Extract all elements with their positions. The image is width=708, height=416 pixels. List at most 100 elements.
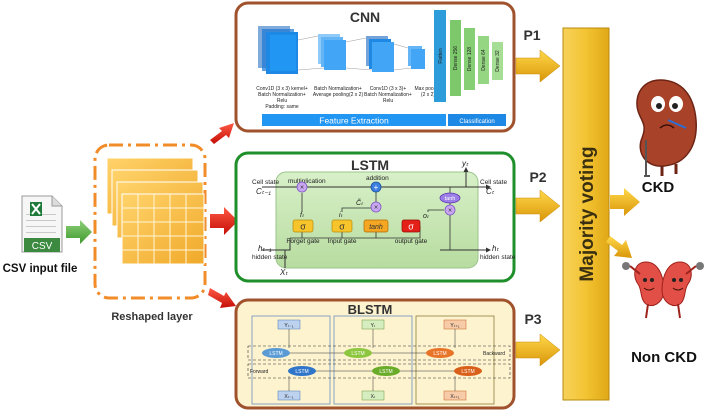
forget-gate-sigma <box>292 219 314 233</box>
p3-arrow <box>515 333 561 367</box>
p3-label: P3 <box>524 311 541 327</box>
svg-text:Relu: Relu <box>383 98 394 104</box>
svg-text:σ: σ <box>339 222 345 232</box>
svg-text:Xₜ₊₁: Xₜ₊₁ <box>450 394 459 400</box>
healthy-kidneys-icon <box>622 261 704 319</box>
svg-text:Batch Normalization+: Batch Normalization+ <box>314 86 362 92</box>
svg-text:LSTM: LSTM <box>295 369 308 375</box>
cnn-layer-caption-1: Conv1D (3 x 3) kernel+ Batch Normalizati… <box>256 86 308 110</box>
blstm-connectors <box>288 329 456 391</box>
dense-32-label: Dense 32 <box>495 50 501 72</box>
arrow-to-lstm <box>210 207 238 235</box>
svg-text:+: + <box>374 183 379 192</box>
cnn-panel: CNN Conv1D (3 x 3) kernel+ Batch Normal <box>234 1 516 133</box>
svg-text:σ: σ <box>300 222 306 232</box>
flatten-bar <box>434 10 446 102</box>
feature-extraction-label: Feature Extraction <box>319 116 389 126</box>
lstm-cell-state-out-symbol: Cₜ <box>486 187 495 196</box>
cnn-layer-caption-2: Batch Normalization+ Average pooling(2 x… <box>313 86 364 98</box>
ckd-arrow <box>610 188 640 216</box>
cnn-feature-map-2 <box>318 34 346 70</box>
lstm-title: LSTM <box>351 157 389 173</box>
cnn-layer-caption-4: Max pooling (2 x 2) <box>415 86 442 98</box>
grid-stack <box>106 157 205 265</box>
non-ckd-label: Non CKD <box>631 349 697 366</box>
non-ckd-arrow <box>606 236 632 258</box>
lstm-cell-state-in: Cell state <box>252 179 279 186</box>
blstm-back-cell-3 <box>426 348 454 358</box>
classification-label: Classification <box>459 119 494 125</box>
svg-text:tanh: tanh <box>445 196 456 202</box>
lstm-cell-state-in-symbol: Cₜ₋₁ <box>256 187 271 196</box>
output-symbol: oₜ <box>423 213 430 220</box>
lstm-hidden-out: hidden state <box>480 254 516 261</box>
reshaped-layer-block <box>93 143 207 300</box>
output-tanh-op <box>439 192 461 204</box>
svg-text:σ: σ <box>408 222 414 232</box>
svg-text:Yₜ₋₁: Yₜ₋₁ <box>284 323 293 329</box>
svg-text:×: × <box>300 185 304 192</box>
forward-lane <box>247 363 511 379</box>
p1-label: P1 <box>523 27 540 43</box>
classification-bar <box>448 114 506 126</box>
backward-lane <box>247 345 511 361</box>
candidate-tanh <box>363 219 389 233</box>
svg-text:Conv1D (3 x 3) kernel+: Conv1D (3 x 3) kernel+ <box>256 86 308 92</box>
cnn-layer-caption-3: Conv1D (3 x 3)+ Batch Normalization+ Rel… <box>364 86 412 104</box>
input-multiply-op <box>370 201 382 213</box>
csv-file-icon: CSV <box>21 195 63 253</box>
svg-text:Average pooling(2 x 2): Average pooling(2 x 2) <box>313 92 364 98</box>
svg-text:Xₜ: Xₜ <box>371 394 376 400</box>
forward-label: Forward <box>250 369 269 375</box>
svg-text:LSTM: LSTM <box>351 351 364 357</box>
lstm-panel: LSTM Cell state Cₜ₋₁ Cell state Cₜ hₜ₋₁ … <box>234 151 516 283</box>
svg-text:Relu: Relu <box>277 98 288 104</box>
svg-text:Padding: same: Padding: same <box>265 104 299 110</box>
arrow-to-cnn <box>210 123 234 144</box>
arrow-to-blstm <box>208 288 236 308</box>
svg-text:LSTM: LSTM <box>461 369 474 375</box>
lstm-x-symbol: Xₜ <box>279 268 288 277</box>
input-gate-label: Input gate <box>328 238 357 245</box>
lstm-hidden-in-symbol: hₜ₋₁ <box>258 244 272 253</box>
blstm-fwd-cell-2 <box>372 366 400 376</box>
blstm-back-cell-2 <box>344 348 372 358</box>
lstm-y-symbol: yₜ <box>461 159 469 168</box>
blstm-panel: BLSTM Backward Forward Yₜ₋₁ LSTM LSTM Xₜ… <box>234 298 516 410</box>
output-multiply-op <box>444 204 456 216</box>
cnn-feature-map-4 <box>408 46 425 69</box>
cnn-feature-map-3 <box>366 36 394 72</box>
input-symbol: iₜ <box>339 212 344 219</box>
svg-text:LSTM: LSTM <box>379 369 392 375</box>
cnn-connectors <box>297 35 412 71</box>
svg-text:LSTM: LSTM <box>433 351 446 357</box>
svg-text:×: × <box>448 208 452 215</box>
svg-text:Batch Normalization+: Batch Normalization+ <box>258 92 306 98</box>
dense-32-bar <box>492 42 503 80</box>
dense-128-label: Dense 128 <box>467 47 473 71</box>
csv-badge: CSV <box>32 241 53 252</box>
candidate-symbol: C̃ₜ <box>356 199 364 207</box>
flatten-label: Flatten <box>438 48 444 64</box>
input-gate-sigma <box>331 219 353 233</box>
feature-extraction-bar <box>262 114 446 126</box>
p2-arrow <box>515 189 561 223</box>
output-gate-label: output gate <box>395 238 428 245</box>
svg-text:Yₜ₊₁: Yₜ₊₁ <box>450 323 459 329</box>
dense-64-label: Dense 64 <box>481 49 487 71</box>
majority-voting-label: Majority voting <box>577 146 598 281</box>
majority-voting-bar <box>562 27 610 401</box>
reshaped-layer-caption: Reshaped layer <box>111 311 193 323</box>
output-gate-sigma <box>401 219 421 233</box>
svg-text:tanh: tanh <box>369 224 383 231</box>
svg-text:Batch Normalization+: Batch Normalization+ <box>364 92 412 98</box>
blstm-title: BLSTM <box>348 302 393 317</box>
lstm-hidden-out-symbol: hₜ <box>492 244 499 253</box>
forget-gate-label: Forget gate <box>286 238 320 245</box>
dense-64-bar <box>478 36 489 84</box>
cnn-feature-map-1 <box>258 26 298 74</box>
svg-text:(2 x 2): (2 x 2) <box>421 92 436 98</box>
csv-input-caption: CSV input file <box>3 263 78 275</box>
